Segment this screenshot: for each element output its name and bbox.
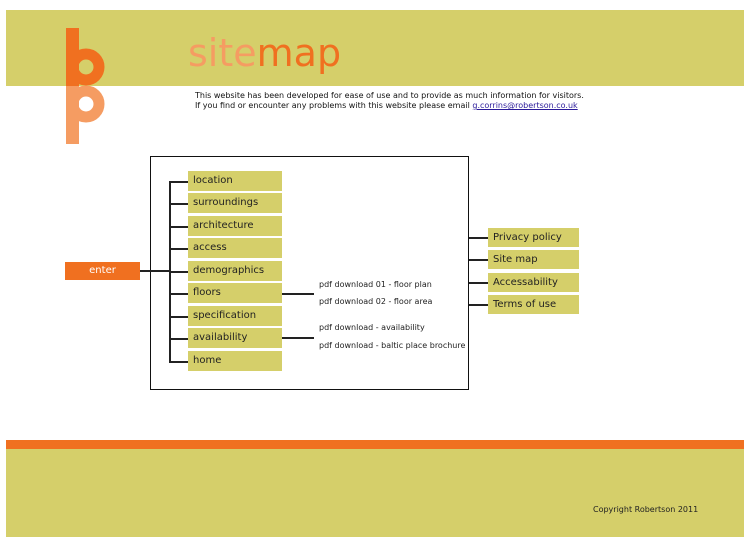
connector	[169, 248, 188, 250]
footer-divider	[6, 440, 744, 449]
connector	[169, 361, 188, 363]
connector	[169, 181, 188, 183]
title-part-map: map	[256, 31, 342, 75]
pdf-floor-plan-link[interactable]: pdf download 01 - floor plan	[319, 280, 432, 289]
logo-b	[66, 28, 105, 86]
header-band	[6, 10, 744, 86]
connector	[469, 282, 488, 284]
footer-band	[6, 449, 744, 537]
title-part-site: site	[188, 31, 257, 75]
nav-demographics[interactable]: demographics	[188, 261, 282, 281]
nav-location[interactable]: location	[188, 171, 282, 191]
pdf-availability-link[interactable]: pdf download - availability	[319, 323, 425, 332]
connector	[169, 293, 188, 295]
nav-floors[interactable]: floors	[188, 283, 282, 303]
nav-access[interactable]: access	[188, 238, 282, 258]
connector	[140, 270, 170, 272]
connector	[169, 203, 188, 205]
intro-line-2-text: If you find or encounter any problems wi…	[195, 101, 473, 110]
nav-specification[interactable]: specification	[188, 306, 282, 326]
connector	[169, 338, 188, 340]
pdf-floor-area-link[interactable]: pdf download 02 - floor area	[319, 297, 433, 306]
sitemap-box	[150, 156, 469, 390]
intro-text: This website has been developed for ease…	[195, 91, 584, 111]
nav-architecture[interactable]: architecture	[188, 216, 282, 236]
nav-availability[interactable]: availability	[188, 328, 282, 348]
copyright: Copyright Robertson 2011	[593, 505, 699, 514]
connector	[169, 316, 188, 318]
nav-home[interactable]: home	[188, 351, 282, 371]
connector	[169, 271, 188, 273]
connector	[169, 226, 188, 228]
connector	[469, 237, 488, 239]
pdf-brochure-link[interactable]: pdf download - baltic place brochure	[319, 341, 466, 350]
nav-privacy-policy[interactable]: Privacy policy	[488, 228, 579, 247]
enter-button[interactable]: enter	[65, 262, 140, 280]
intro-line-2: If you find or encounter any problems wi…	[195, 101, 584, 111]
logo-p	[66, 85, 105, 144]
nav-terms-of-use[interactable]: Terms of use	[488, 295, 579, 314]
bp-logo	[66, 28, 105, 144]
intro-line-1: This website has been developed for ease…	[195, 91, 584, 100]
nav-site-map[interactable]: Site map	[488, 250, 579, 269]
email-link[interactable]: g.corrins@robertson.co.uk	[472, 101, 578, 110]
connector	[469, 259, 488, 261]
connector	[282, 337, 314, 339]
connector	[282, 293, 314, 295]
nav-accessability[interactable]: Accessability	[488, 273, 579, 292]
nav-surroundings[interactable]: surroundings	[188, 193, 282, 213]
connector	[469, 304, 488, 306]
page-title: sitemap	[188, 34, 341, 72]
